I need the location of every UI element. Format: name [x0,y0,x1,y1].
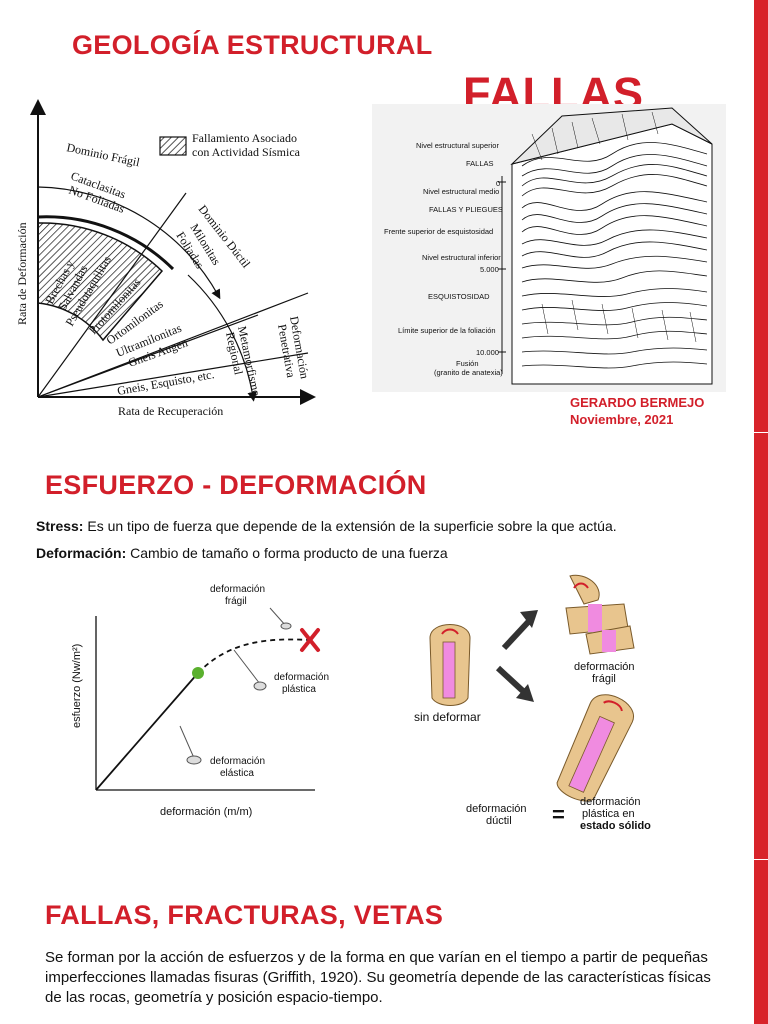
label-fragil-1: deformación [210,584,265,595]
rupture-x-icon [300,628,320,652]
label-plastica-2: plástica en [582,808,635,820]
author-name: GERARDO BERMEJO [570,395,705,410]
label-fragil-2: frágil [225,596,247,607]
y-axis-label: esfuerzo (Nw/m²) [71,644,83,728]
section-title-stress: ESFUERZO - DEFORMACIÓN [45,470,427,500]
stress-definition: Stress: Es un tipo de fuerza que depende… [36,516,617,537]
legend-line-1: Fallamiento Asociado [192,131,297,145]
label-nivel-superior: Nivel estructural superior [416,141,499,150]
deformation-text: Cambio de tamaño o forma producto de una… [126,545,448,561]
elastic-limit-marker [192,667,204,679]
label-limite-foliacion: Límite superior de la foliación [398,326,496,335]
fallas-paragraph: Se forman por la acción de esfuerzos y d… [45,949,711,1006]
legend-line-2: con Actividad Sísmica [192,145,301,159]
label-fusion: Fusión [456,359,479,368]
stress-strain-chart: esfuerzo (Nw/m²) deformación (m/m) defor… [71,584,329,818]
label-sin-deformar: sin deformar [414,710,481,724]
label-esquistosidad: ESQUISTOSIDAD [428,292,490,301]
stress-term: Stress: [36,518,84,534]
x-axis-label: deformación (m/m) [160,806,252,818]
trilobite-undeformed [429,624,471,706]
label-granito: (granito de anatexia) [434,368,503,377]
label-plastica-1: deformación [580,796,641,808]
label-fragil-2: frágil [592,673,616,685]
label-depth-0: 0 [496,179,500,188]
label-depth-5000: 5.000 [480,265,499,274]
label-plastica-2: plástica [282,684,316,695]
trilobite-ductile [556,694,634,802]
label-dominio-fragil: Dominio Frágil [65,140,141,169]
side-bar-top [754,0,768,432]
label-ductil-1: deformación [466,803,527,815]
y-axis-label: Rata de Deformación [15,222,29,325]
label-ductil-2: dúctil [486,815,512,827]
structural-levels-block-diagram: Nivel estructural superior FALLAS 0 Nive… [372,104,726,392]
label-nivel-medio: Nivel estructural medio [423,187,499,196]
trilobite-deformation-figure: sin deformar deformación frágil deformac… [414,574,651,832]
label-gneis-esquisto: Gneis, Esquisto, etc. [116,367,215,398]
label-nivel-inferior: Nivel estructural inferior [422,253,501,262]
label-fallas: FALLAS [466,159,494,168]
page-title: GEOLOGÍA ESTRUCTURAL [72,30,433,60]
label-elastica-2: elástica [220,768,254,779]
label-fallas-pliegues: FALLAS Y PLIEGUES [429,205,503,214]
x-axis-label: Rata de Recuperación [118,404,223,418]
deformation-term: Deformación: [36,545,127,561]
label-plastica-1: deformación [274,672,329,683]
author-date: Noviembre, 2021 [570,412,674,427]
section-title-fallas: FALLAS, FRACTURAS, VETAS [45,900,444,930]
label-fragil-1: deformación [574,661,635,673]
trilobite-fragile [565,574,635,655]
label-estado-solido: estado sólido [580,820,651,832]
deformation-domain-diagram: Fallamiento Asociado con Actividad Sísmi… [15,99,316,418]
equals-sign: = [552,802,565,827]
side-bar-bottom [754,860,768,1024]
label-frente-esquistosidad: Frente superior de esquistosidad [384,227,493,236]
side-bar-middle [754,433,768,859]
label-depth-10000: 10.000 [476,348,499,357]
stress-text: Es un tipo de fuerza que depende de la e… [83,518,617,534]
deformation-definition: Deformación: Cambio de tamaño o forma pr… [36,543,448,564]
label-elastica-1: deformación [210,756,265,767]
